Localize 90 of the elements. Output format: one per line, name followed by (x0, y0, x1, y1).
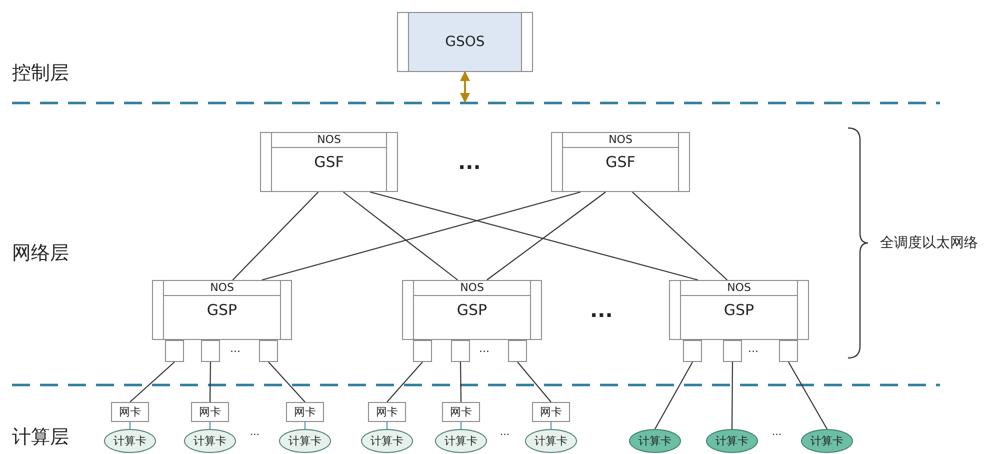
compute-card-ellipse (279, 429, 331, 453)
port-box (413, 340, 432, 362)
switch-box (551, 132, 690, 192)
connector-line (632, 192, 728, 280)
connector-line (460, 362, 462, 402)
connector-line (262, 191, 581, 281)
card-label: 计算卡 (534, 436, 568, 446)
compute-card-ellipse (525, 429, 577, 453)
ellipsis: ... (772, 428, 782, 438)
connector-line (129, 422, 131, 429)
network-card-box (191, 402, 229, 422)
os-label: NOS (317, 134, 341, 145)
port-box (683, 340, 702, 362)
card-label: 网卡 (119, 406, 141, 418)
connector-line (370, 191, 698, 281)
port-box (451, 340, 470, 362)
network-card-box (442, 402, 480, 422)
connector-line (486, 192, 606, 280)
ellipsis: ... (500, 428, 510, 438)
connector-line (386, 362, 423, 402)
card-label: 网卡 (294, 406, 316, 418)
compute-card-ellipse (184, 429, 236, 453)
port-box (201, 340, 220, 362)
card-label: 网卡 (540, 406, 562, 418)
connector-line (130, 362, 175, 402)
port-box (259, 340, 278, 362)
card-label: 计算卡 (810, 436, 844, 446)
connector-line (731, 362, 734, 429)
bracket-label: 全调度以太网络 (880, 236, 978, 250)
port-box (508, 340, 527, 362)
compute-card-ellipse (435, 429, 487, 453)
port-box (165, 340, 184, 362)
server-box (397, 12, 533, 72)
os-label: NOS (608, 134, 632, 145)
device-label: GSP (456, 303, 488, 318)
compute-card-ellipse (629, 429, 681, 453)
network-card-box (286, 402, 324, 422)
card-label: 计算卡 (288, 436, 322, 446)
card-label: 计算卡 (638, 436, 672, 446)
device-label: GSOS (445, 35, 485, 49)
card-label: 计算卡 (444, 436, 478, 446)
device-label: GSP (206, 303, 238, 318)
double-arrow (460, 71, 470, 103)
connector-line (550, 422, 552, 429)
card-label: 计算卡 (716, 436, 748, 446)
compute-card-ellipse (104, 429, 156, 453)
connector-line (342, 192, 458, 280)
card-label: 网卡 (199, 406, 221, 418)
ellipsis: ... (230, 343, 240, 354)
ellipsis: ... (250, 428, 260, 438)
switch-box (669, 280, 809, 340)
card-label: 网卡 (376, 406, 398, 418)
connector-line (209, 422, 211, 429)
layer-label: 计算层 (12, 428, 69, 447)
connector-line (654, 362, 693, 430)
connector-line (209, 362, 212, 402)
connector-line (386, 422, 388, 429)
ellipsis: ... (458, 152, 481, 172)
compute-card-ellipse (706, 429, 758, 453)
compute-card-ellipse (801, 429, 853, 453)
device-label: GSF (606, 155, 636, 170)
card-label: 计算卡 (194, 436, 226, 446)
layer-label: 网络层 (12, 244, 69, 263)
os-label: NOS (210, 282, 234, 293)
connector-line (460, 422, 462, 429)
network-card-box (111, 402, 149, 422)
connector-line (304, 422, 306, 429)
card-label: 计算卡 (114, 436, 146, 446)
connector-line (517, 362, 552, 402)
device-label: GSP (724, 303, 754, 318)
device-label: GSF (314, 155, 344, 170)
ellipsis: ... (748, 343, 758, 354)
layer-label: 控制层 (12, 64, 69, 83)
card-label: 网卡 (450, 406, 472, 418)
network-card-box (532, 402, 570, 422)
connector-line (268, 362, 306, 402)
switch-box (260, 132, 398, 192)
connector-line (788, 362, 828, 430)
switch-box (152, 280, 292, 340)
ellipsis: ... (479, 343, 490, 354)
switch-box (402, 280, 542, 340)
network-card-box (368, 402, 406, 422)
os-label: NOS (460, 282, 484, 293)
card-label: 计算卡 (370, 436, 404, 446)
port-box (723, 340, 742, 362)
ellipsis: ... (590, 300, 613, 320)
os-label: NOS (727, 282, 751, 293)
compute-card-ellipse (361, 429, 413, 453)
connector-line (232, 192, 319, 280)
port-box (779, 340, 798, 362)
